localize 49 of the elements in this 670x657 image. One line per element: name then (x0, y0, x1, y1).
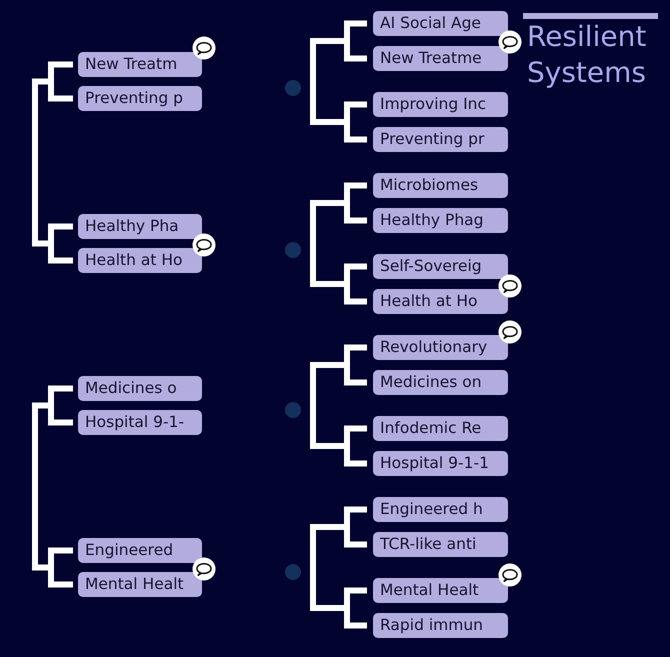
topic-label: Engineered (85, 540, 174, 561)
topic-box (373, 416, 508, 441)
topic-label: Mental Healt (85, 574, 184, 595)
topic-box (373, 497, 508, 522)
topic-label: Engineered h (380, 499, 483, 520)
topic-box (78, 376, 202, 401)
topic-label: Self-Sovereig (380, 256, 482, 277)
topic-label: Mental Healt (380, 580, 479, 601)
topic-label: Microbiomes (380, 175, 478, 196)
topic-box (78, 248, 202, 273)
topic-box (373, 613, 508, 638)
topic-box (78, 214, 202, 239)
topic-label: Infodemic Re (380, 418, 482, 439)
topic-label: Improving Inc (380, 94, 486, 115)
topic-label: Healthy Phag (380, 210, 484, 231)
topic-box (78, 52, 202, 77)
topic-label: TCR-like anti (380, 534, 476, 555)
title: Resilient Systems (527, 19, 648, 91)
topic-label: Healthy Pha (85, 216, 179, 237)
topic-box (373, 11, 508, 36)
topic-box (373, 46, 508, 71)
topic-label: Hospital 9-1-1 (380, 453, 489, 474)
topic-box (78, 86, 202, 111)
topic-label: Medicines on (380, 372, 482, 393)
topic-label: Health at Ho (85, 250, 182, 271)
topic-label: Health at Ho (380, 291, 478, 312)
topic-box (373, 208, 508, 233)
topic-label: Preventing pr (380, 129, 484, 150)
topic-label: Hospital 9-1- (85, 412, 184, 433)
topic-box (373, 335, 508, 360)
topic-box (373, 451, 508, 476)
topic-label: New Treatm (85, 54, 178, 75)
topic-label: New Treatme (380, 48, 482, 69)
topic-box (78, 538, 202, 563)
topic-label: Rapid immun (380, 615, 483, 636)
topic-box (373, 173, 508, 198)
topic-box (373, 289, 508, 314)
topic-box (373, 127, 508, 152)
topic-label: Medicines o (85, 378, 177, 399)
topic-label: Revolutionary (380, 337, 488, 358)
topic-box (373, 92, 508, 117)
topic-box (78, 410, 202, 435)
topic-box (373, 578, 508, 603)
topic-box (373, 254, 508, 279)
topic-box (373, 532, 508, 557)
topic-box (373, 370, 508, 395)
topic-label: AI Social Age (380, 13, 481, 34)
topic-label: Preventing p (85, 88, 183, 109)
topic-box (78, 572, 202, 597)
